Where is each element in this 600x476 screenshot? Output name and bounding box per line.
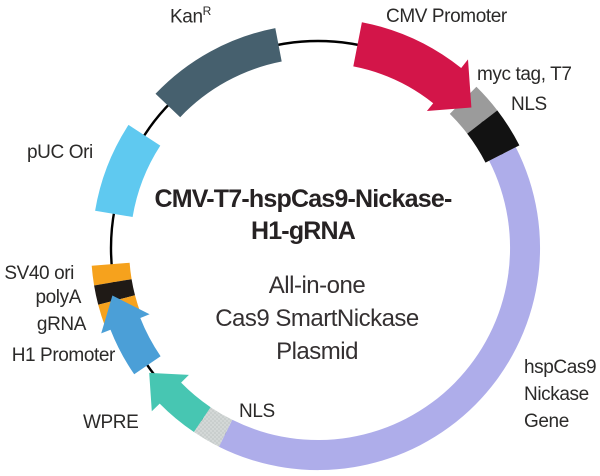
puc-ori-label: pUC Ori	[27, 142, 93, 163]
cmv-promoter-label: CMV Promoter	[386, 6, 507, 27]
hspcas9-gene-label: hspCas9 Nickase Gene	[524, 357, 597, 432]
polya-label: polyA	[35, 287, 81, 308]
feature-wpre-arrow	[149, 372, 211, 432]
feature-puc-segment	[95, 124, 161, 217]
wpre-label: WPRE	[83, 412, 139, 433]
feature-polya-segment	[94, 279, 135, 305]
nls-top-label: NLS	[511, 94, 547, 115]
grna-label: gRNA	[36, 314, 86, 335]
sv40-ori-label: SV40 ori	[4, 263, 74, 284]
kanr-superscript: R	[202, 4, 212, 18]
myc-tag-t7-label: myc tag, T7	[477, 64, 572, 85]
feature-hspcas9-segment	[218, 147, 541, 471]
plasmid-subtitle: All-in-one Cas9 SmartNickase Plasmid	[215, 272, 419, 365]
plasmid-title: CMV-T7-hspCas9-Nickase- H1-gRNA	[154, 185, 453, 245]
h1-promoter-label: H1 Promoter	[11, 345, 116, 366]
feature-nls_top-segment	[467, 110, 520, 163]
feature-myc-segment	[449, 86, 498, 134]
feature-nls_bottom-segment	[193, 407, 233, 447]
nls-bottom-label: NLS	[239, 401, 275, 422]
kanr-label: KanR	[170, 4, 212, 28]
feature-h1-arrow	[101, 295, 161, 375]
feature-kanr-segment	[155, 28, 282, 118]
feature-cmv-arrow	[353, 22, 472, 112]
feature-sv40-segment	[91, 262, 132, 286]
